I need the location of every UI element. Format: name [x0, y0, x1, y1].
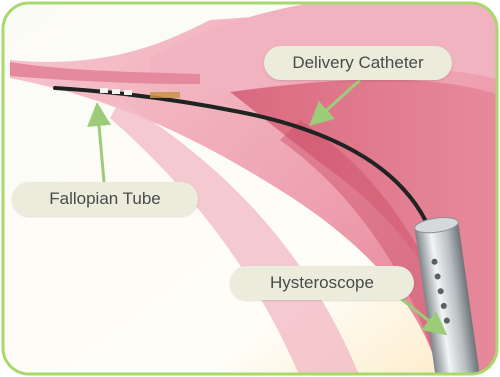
hysteroscope-label: Hysteroscope: [230, 266, 414, 300]
delivery-catheter-label: Delivery Catheter: [264, 46, 452, 80]
fallopian-tube-label: Fallopian Tube: [12, 182, 198, 216]
